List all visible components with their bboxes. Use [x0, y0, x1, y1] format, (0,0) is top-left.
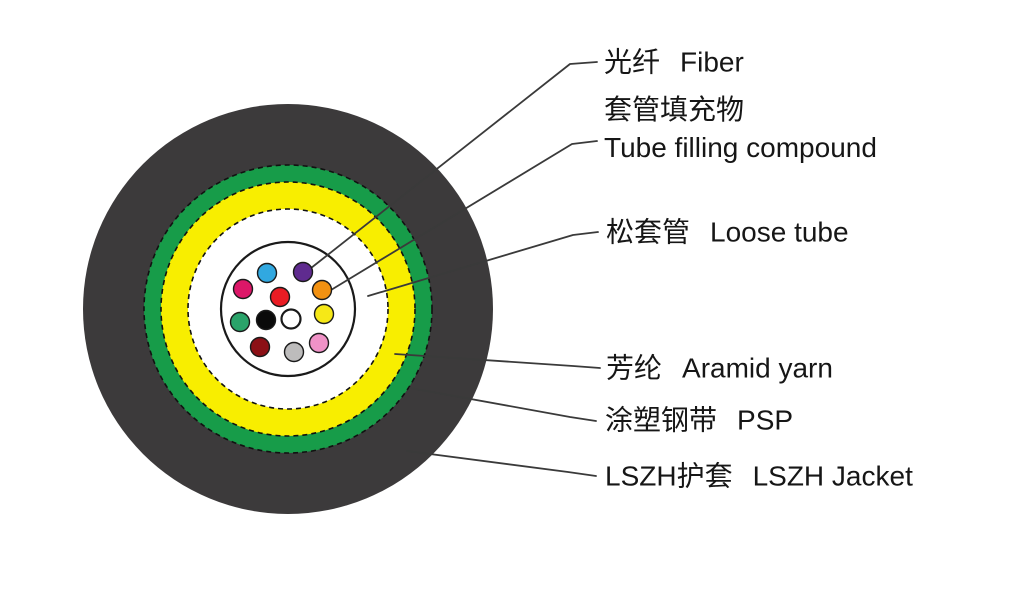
label-aramid-yarn-cn: 芳纶 — [606, 352, 663, 384]
label-psp: 涂塑钢带 PSP — [605, 402, 793, 439]
label-psp-en: PSP — [737, 404, 794, 436]
label-fiber-en: Fiber — [680, 46, 744, 78]
fiber-silver — [283, 341, 305, 363]
label-fiber: 光纤 Fiber — [604, 44, 744, 81]
label-fiber-cn: 光纤 — [604, 46, 661, 78]
fiber-white — [280, 308, 302, 330]
label-tube-filling-compound-en: Tube filling compound — [604, 132, 877, 163]
leader-loose-tube — [367, 231, 599, 297]
leader-fiber — [305, 61, 598, 273]
fiber-black — [255, 309, 277, 331]
leader-aramid-yarn — [394, 353, 601, 369]
leader-lszh-jacket — [406, 450, 597, 477]
fiber-pink — [308, 332, 330, 354]
label-loose-tube-cn: 松套管 — [606, 216, 691, 248]
label-loose-tube: 松套管 Loose tube — [606, 214, 849, 251]
label-aramid-yarn: 芳纶 Aramid yarn — [606, 350, 833, 387]
leader-tube-filling-compound — [330, 140, 598, 291]
label-lszh-jacket: LSZH护套 LSZH Jacket — [605, 458, 913, 495]
fiber-yellow — [313, 303, 335, 325]
fiber-violet — [292, 261, 314, 283]
fiber-green — [229, 311, 251, 333]
fiber-rose — [232, 278, 254, 300]
fiber-red — [269, 286, 291, 308]
label-loose-tube-en: Loose tube — [710, 216, 849, 248]
fiber-blue — [256, 262, 278, 284]
label-psp-cn: 涂塑钢带 — [605, 404, 718, 436]
leader-psp — [409, 387, 597, 422]
label-aramid-yarn-en: Aramid yarn — [682, 352, 833, 384]
label-lszh-jacket-en: LSZH Jacket — [752, 460, 913, 492]
label-lszh-jacket-cn: LSZH护套 — [605, 460, 733, 492]
label-tube-filling-compound: 套管填充物 Tube filling compound — [604, 91, 877, 167]
fiber-orange — [311, 279, 333, 301]
fiber-brown — [249, 336, 271, 358]
label-tube-filling-compound-cn: 套管填充物 — [604, 94, 745, 125]
